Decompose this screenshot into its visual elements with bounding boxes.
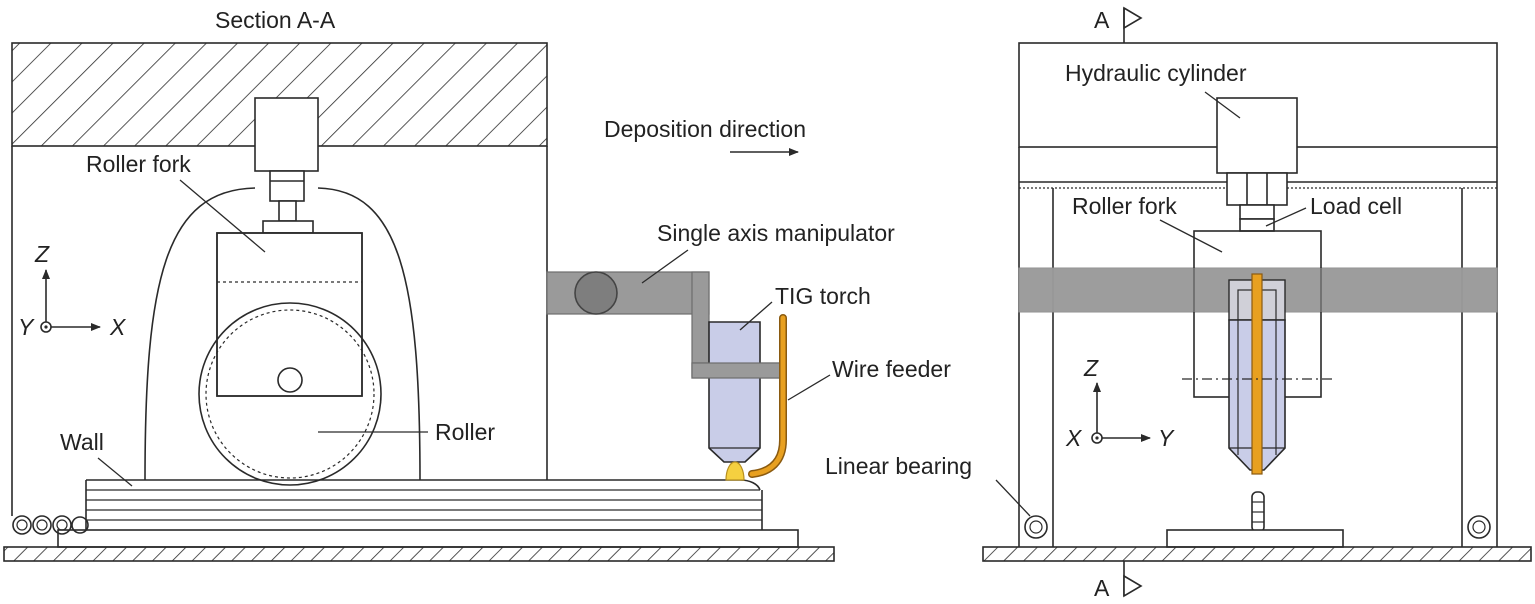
- axis-z-label-left: Z: [34, 241, 50, 267]
- axis-x-label-right: X: [1065, 425, 1083, 451]
- axis-x-label-left: X: [109, 314, 127, 340]
- roller-fork-label-left: Roller fork: [86, 151, 191, 177]
- single-axis-manipulator: [546, 271, 710, 315]
- roller-fork-label-right: Roller fork: [1072, 193, 1177, 219]
- wall-label: Wall: [60, 429, 104, 455]
- deposited-wall: [85, 479, 763, 530]
- section-marker-top: A: [1094, 7, 1110, 33]
- wire-feeder-label: Wire feeder: [832, 356, 951, 382]
- axes-right: Z X Y: [1065, 355, 1175, 451]
- axis-y-label-left: Y: [18, 314, 35, 340]
- linear-bearing-left-roller: [1024, 515, 1048, 539]
- welding-arc: [725, 461, 745, 481]
- roller-axle: [277, 367, 303, 393]
- piston-rod-left: [269, 170, 305, 202]
- linear-bearing-right-roller: [1467, 515, 1491, 539]
- roller-label: Roller: [435, 419, 495, 445]
- axes-left: Z Y X: [18, 241, 127, 340]
- substrate-plate: [57, 529, 799, 548]
- substrate-plate-right: [1166, 529, 1344, 548]
- roller-fork-right-arm: [317, 187, 421, 481]
- tig-torch: [691, 321, 785, 481]
- linear-bearing-label: Linear bearing: [825, 453, 972, 479]
- load-cell-label: Load cell: [1310, 193, 1402, 219]
- roller: [198, 302, 382, 486]
- axis-y-label-right: Y: [1158, 425, 1175, 451]
- single-axis-manipulator-label: Single axis manipulator: [657, 220, 895, 246]
- load-cell-right: [1239, 204, 1275, 220]
- hydraulic-cylinder-left: [254, 97, 319, 172]
- ground-left: [3, 546, 835, 562]
- load-cell-left: [278, 200, 297, 222]
- deposition-direction-label: Deposition direction: [604, 116, 806, 142]
- roller-edge-view: [1182, 273, 1334, 475]
- section-marker-bottom: A: [1094, 575, 1110, 601]
- axis-z-label-right: Z: [1083, 355, 1099, 381]
- linear-bearing-rollers-left: [12, 515, 89, 535]
- hydraulic-cylinder-label: Hydraulic cylinder: [1065, 60, 1247, 86]
- front-view: A: [825, 6, 1532, 601]
- tig-torch-label: TIG torch: [775, 283, 871, 309]
- ground-right: [982, 546, 1532, 562]
- roller-fork-left-arm: [144, 187, 256, 481]
- section-title: Section A-A: [215, 7, 336, 33]
- manipulator-pivot: [574, 271, 618, 315]
- wire-feeder: [749, 315, 786, 477]
- section-a-a-view: Section A-A: [3, 7, 951, 562]
